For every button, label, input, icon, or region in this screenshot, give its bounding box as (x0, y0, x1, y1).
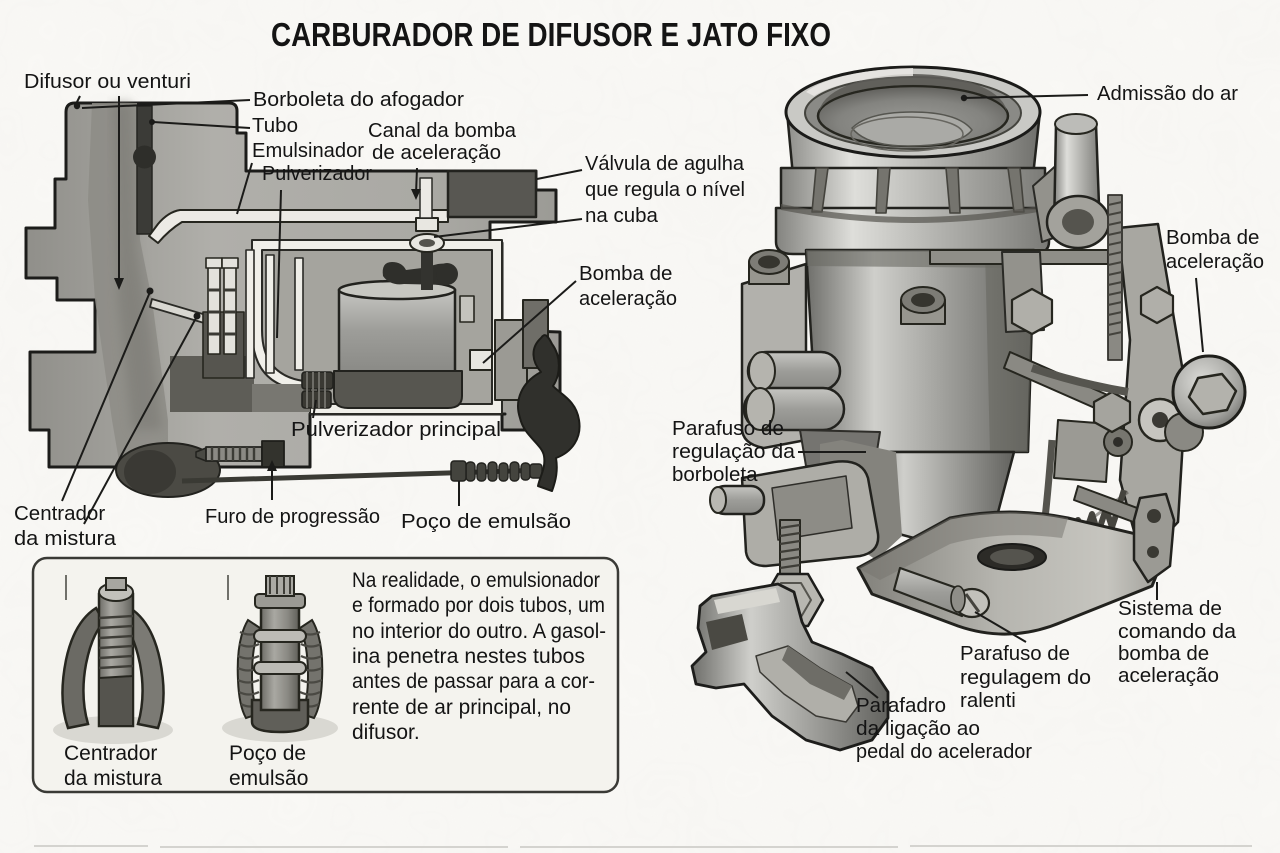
svg-text:Válvula de agulha: Válvula de agulha (585, 152, 745, 175)
svg-text:Admissão do ar: Admissão do ar (1097, 82, 1238, 105)
svg-text:Parafuso de: Parafuso de (960, 642, 1070, 665)
svg-text:regulação da: regulação da (672, 440, 796, 463)
svg-text:Emulsinador: Emulsinador (252, 139, 364, 162)
svg-text:e formado por dois tubos, um: e formado por dois tubos, um (352, 594, 605, 617)
svg-text:Pulverizador principal: Pulverizador principal (291, 418, 501, 441)
svg-text:aceleração: aceleração (579, 287, 677, 310)
svg-text:da mistura: da mistura (64, 767, 162, 790)
svg-text:Difusor ou venturi: Difusor ou venturi (24, 70, 191, 93)
svg-text:rente de ar principal, no: rente de ar principal, no (352, 696, 571, 719)
svg-text:Poço de emulsão: Poço de emulsão (401, 510, 571, 533)
svg-text:pedal do acelerador: pedal do acelerador (856, 740, 1032, 763)
svg-text:emulsão: emulsão (229, 767, 308, 790)
svg-text:Furo de progressão: Furo de progressão (205, 505, 380, 528)
svg-text:antes de passar para a cor-: antes de passar para a cor- (352, 670, 595, 693)
svg-text:CARBURADOR DE DIFUSOR E JATO F: CARBURADOR DE DIFUSOR E JATO FIXO (271, 16, 831, 53)
svg-text:bomba de: bomba de (1118, 642, 1209, 665)
svg-text:ina penetra nestes tubos: ina penetra nestes tubos (352, 645, 585, 668)
svg-text:no interior do outro. A gasol-: no interior do outro. A gasol- (352, 620, 606, 643)
svg-text:Sistema de: Sistema de (1118, 597, 1222, 620)
svg-text:Na realidade, o emulsionador: Na realidade, o emulsionador (352, 569, 600, 592)
svg-text:de aceleração: de aceleração (372, 141, 501, 164)
svg-text:Borboleta do afogador: Borboleta do afogador (253, 88, 464, 111)
svg-text:aceleração: aceleração (1166, 250, 1264, 273)
svg-text:Pulverizador: Pulverizador (262, 162, 372, 185)
svg-text:difusor.: difusor. (352, 721, 420, 744)
svg-text:comando da: comando da (1118, 620, 1237, 643)
svg-text:Centrador: Centrador (14, 502, 105, 525)
svg-text:Bomba de: Bomba de (1166, 226, 1259, 249)
svg-text:Canal da bomba: Canal da bomba (368, 119, 517, 142)
svg-text:Parafuso de: Parafuso de (672, 417, 784, 440)
svg-text:Poço de: Poço de (229, 742, 306, 765)
svg-text:borboleta: borboleta (672, 463, 758, 486)
svg-text:aceleração: aceleração (1118, 664, 1219, 687)
svg-text:da mistura: da mistura (14, 527, 117, 550)
svg-text:Centrador: Centrador (64, 742, 157, 765)
svg-text:que regula o nível: que regula o nível (585, 178, 745, 201)
svg-text:Bomba de: Bomba de (579, 262, 672, 285)
svg-text:Parafadro: Parafadro (856, 694, 946, 717)
svg-text:Tubo: Tubo (252, 114, 298, 137)
svg-text:regulagem do: regulagem do (960, 666, 1091, 689)
svg-text:da ligação ao: da ligação ao (856, 717, 980, 740)
svg-text:ralenti: ralenti (960, 689, 1016, 712)
svg-text:na cuba: na cuba (585, 204, 659, 227)
